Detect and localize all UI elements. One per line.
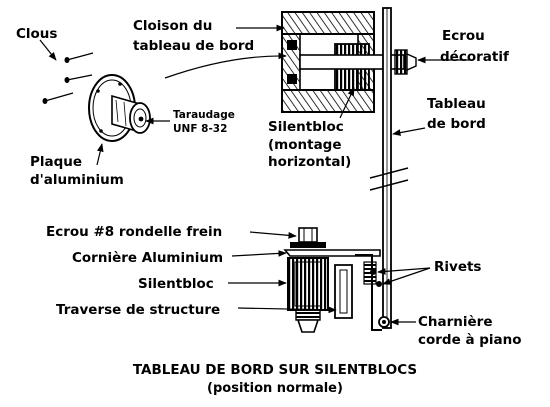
aluminium-plate-part bbox=[88, 74, 151, 142]
label-ecrou-decoratif-line1: Ecrou bbox=[442, 28, 485, 44]
bottom-silentbloc-assembly bbox=[283, 227, 390, 333]
nail-3 bbox=[42, 92, 74, 104]
nail-2 bbox=[64, 74, 93, 83]
nail-1 bbox=[64, 52, 94, 63]
label-silentbloc: Silentbloc bbox=[138, 276, 214, 292]
leader-lines bbox=[39, 24, 470, 326]
label-corniere: Cornière Aluminium bbox=[72, 250, 223, 266]
label-cloison-line2: tableau de bord bbox=[133, 38, 254, 54]
top-silentbloc-assembly bbox=[281, 11, 417, 113]
label-silentbloc-horizontal-line2: (montage bbox=[268, 137, 342, 153]
label-taraudage-line2: UNF 8-32 bbox=[173, 123, 227, 135]
label-plaque-line1: Plaque bbox=[30, 154, 82, 170]
dashboard-panel bbox=[369, 7, 409, 329]
label-traverse: Traverse de structure bbox=[56, 302, 220, 318]
label-plaque-line2: d'aluminium bbox=[30, 172, 124, 188]
label-tableau-line2: de bord bbox=[427, 116, 486, 132]
exploded-view bbox=[42, 52, 151, 142]
label-cloison-line1: Cloison du bbox=[133, 18, 212, 34]
label-rivets: Rivets bbox=[434, 259, 481, 275]
label-silentbloc-horizontal-line1: Silentbloc bbox=[268, 119, 344, 135]
label-tableau-line1: Tableau bbox=[427, 96, 486, 112]
label-clous: Clous bbox=[16, 26, 57, 42]
label-ecrou-8: Ecrou #8 rondelle frein bbox=[46, 224, 222, 240]
label-charniere-line2: corde à piano bbox=[418, 332, 522, 348]
caption-title: TABLEAU DE BORD SUR SILENTBLOCS bbox=[133, 362, 417, 378]
label-ecrou-decoratif-line2: décoratif bbox=[440, 49, 509, 65]
label-taraudage-line1: Taraudage bbox=[173, 109, 235, 121]
caption-subtitle: (position normale) bbox=[207, 381, 343, 396]
label-charniere-line1: Charnière bbox=[418, 314, 493, 330]
label-silentbloc-horizontal-line3: horizontal) bbox=[268, 154, 351, 170]
